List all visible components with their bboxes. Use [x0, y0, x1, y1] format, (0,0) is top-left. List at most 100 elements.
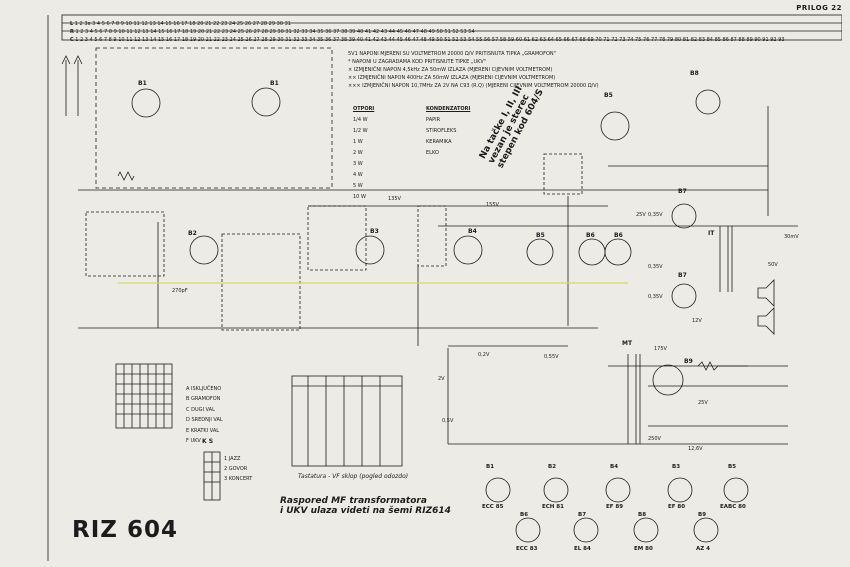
tube-label: B1 [138, 80, 147, 87]
capacitor-table: KONDENZATORI PAPIR STIROFLEKS KERAMIKA E… [426, 104, 470, 159]
resistor-item: 1/2 W [353, 128, 368, 134]
voltage-label: 0,35V [648, 294, 663, 300]
switch-key: D [186, 417, 190, 424]
resistor-item: 4 W [353, 172, 363, 178]
tone-label: JAZZ [228, 456, 241, 462]
socket-type: AZ 4 [696, 546, 710, 552]
resistor-table: OTPORI 1/4 W 1/2 W 1 W 2 W 3 W 4 W 5 W 1… [353, 104, 374, 203]
schematic-sheet: L 1 2 3a 3 4 5 6 7 8 9 10 11 12 13 14 15… [8, 6, 842, 561]
measurement-legend: 5V1 NAPONI MJERENI SU VOLTMETROM 20000 Ω… [348, 50, 599, 90]
socket-name: B3 [672, 464, 681, 470]
legend-line: ×× IZMJENIČNI NAPON 400Hz ZA 50mW IZLAZA… [348, 75, 556, 81]
switch-item: B GRAMOFON [186, 394, 223, 404]
switch-item: D SREDNJI VAL [186, 415, 223, 425]
scale-values: 1 2 3a 3 4 5 6 7 8 9 10 11 12 13 14 15 1… [74, 21, 291, 27]
resistor-header: OTPORI [353, 106, 375, 112]
tube-label: B4 [468, 228, 477, 235]
tone-switch-legend: 1 JAZZ 2 GOVOR 3 KONCERT [224, 454, 252, 484]
socket-type: EF 89 [606, 504, 624, 510]
switch-label: ISKLJUČENO [191, 386, 222, 392]
switch-label: KRATKI VAL [190, 427, 220, 434]
tone-label: KONCERT [228, 476, 253, 482]
tube-label: B3 [370, 228, 379, 235]
voltage-label: 25V [698, 400, 708, 406]
resistor-item: 1 W [353, 139, 363, 145]
voltage-label: 0,35V [648, 212, 663, 218]
socket-name: B6 [520, 512, 529, 518]
scale-tag: L [70, 21, 74, 27]
tone-item: 3 KONCERT [224, 474, 252, 484]
voltage-label: 250V [648, 436, 661, 442]
tube-label: B5 [604, 92, 613, 99]
socket-type: ECH 81 [542, 504, 564, 510]
legend-line: × IZMJENIČNI NAPON 4,5kHz ZA 50mW IZLAZA… [348, 67, 553, 73]
voltage-label: 2V [438, 376, 445, 382]
tube-label: B2 [188, 230, 197, 237]
switch-item: C DUGI VAL [186, 405, 223, 415]
socket-name: B1 [486, 464, 495, 470]
scale-values: 1 2 3 4 5 6 7 8 9 10 11 12 13 14 15 16 1… [75, 37, 785, 43]
capacitor-header: KONDENZATORI [426, 106, 471, 112]
switch-key: F [186, 438, 189, 445]
socket-type: EF 80 [668, 504, 686, 510]
voltage-label: 0,5V [442, 418, 454, 424]
tone-item: 1 JAZZ [224, 454, 252, 464]
switch-legend: A ISKLJUČENO B GRAMOFON C DUGI VAL D SRE… [186, 384, 223, 446]
scale-row-r: R 1 2 3 4 5 6 7 8 9 10 11 12 13 14 15 16… [70, 29, 475, 36]
capacitor-item: ELKO [426, 150, 439, 156]
switch-key: A [186, 386, 190, 392]
raspored-line: Raspored MF transformatora [280, 496, 427, 506]
tube-label: B7 [678, 188, 687, 195]
switch-label: SREDNJI VAL [191, 417, 223, 424]
socket-type: EABC 80 [720, 504, 746, 510]
socket-type: ECC 85 [482, 504, 504, 510]
socket-name: B2 [548, 464, 557, 470]
scale-tag: C [70, 37, 74, 43]
tube-label: B8 [690, 70, 699, 77]
resistor-item: 1/4 W [353, 117, 368, 123]
switch-item: A ISKLJUČENO [186, 384, 223, 394]
socket-name: B8 [638, 512, 647, 518]
voltage-label: 0,35V [648, 264, 663, 270]
tone-key: 1 [224, 456, 228, 462]
tastatura-caption: Tastatura - VF sklop (pogled odozdo) [298, 473, 409, 480]
socket-type: ECC 83 [516, 546, 538, 552]
resistor-item: 3 W [353, 161, 363, 167]
switch-key: C [186, 406, 190, 413]
socket-type: EM 80 [634, 546, 653, 552]
socket-name: B4 [610, 464, 619, 470]
tone-label: GOVOR [228, 466, 248, 472]
voltage-label: 175V [654, 346, 667, 352]
switch-item: E KRATKI VAL [186, 426, 223, 436]
socket-name: B5 [728, 464, 737, 470]
tone-item: 2 GOVOR [224, 464, 252, 474]
tube-label: B6 [586, 232, 595, 239]
voltage-label: 270pF [172, 288, 188, 294]
voltage-label: 0,55V [544, 354, 559, 360]
resistor-item: 10 W [353, 194, 366, 200]
capacitor-item: KERAMIKA [426, 139, 452, 145]
tube-label: B7 [678, 272, 687, 279]
socket-name: B9 [698, 512, 707, 518]
tone-switch-header: K S [202, 438, 214, 445]
switch-key: B [186, 396, 190, 403]
switch-label: DUGI VAL [191, 406, 215, 413]
tone-key: 3 [224, 476, 228, 482]
voltage-label: 12,6V [688, 446, 703, 452]
scale-row-c: C 1 2 3 4 5 6 7 8 9 10 11 12 13 14 15 16… [70, 37, 785, 44]
scale-header: L 1 2 3a 3 4 5 6 7 8 9 10 11 12 13 14 15… [70, 20, 840, 44]
raspored-note: Raspored MF transformatora i UKV ulaza v… [280, 496, 451, 516]
tube-label: MT [622, 340, 633, 347]
resistor-item: 2 W [353, 150, 363, 156]
switch-item: F UKV [186, 436, 223, 446]
legend-line: 5V1 NAPONI MJERENI SU VOLTMETROM 20000 Ω… [348, 51, 556, 57]
tube-label: B1 [270, 80, 279, 87]
tube-label: B5 [536, 232, 545, 239]
tube-label: B9 [684, 358, 693, 365]
tube-label: B6 [614, 232, 623, 239]
scale-values: 1 2 3 4 5 6 7 8 9 10 11 12 13 14 15 16 1… [75, 29, 475, 35]
switch-key: E [186, 427, 190, 434]
page-label: PRILOG 22 [796, 4, 842, 12]
socket-type: EL 84 [574, 546, 591, 552]
voltage-label: 0,2V [478, 352, 490, 358]
